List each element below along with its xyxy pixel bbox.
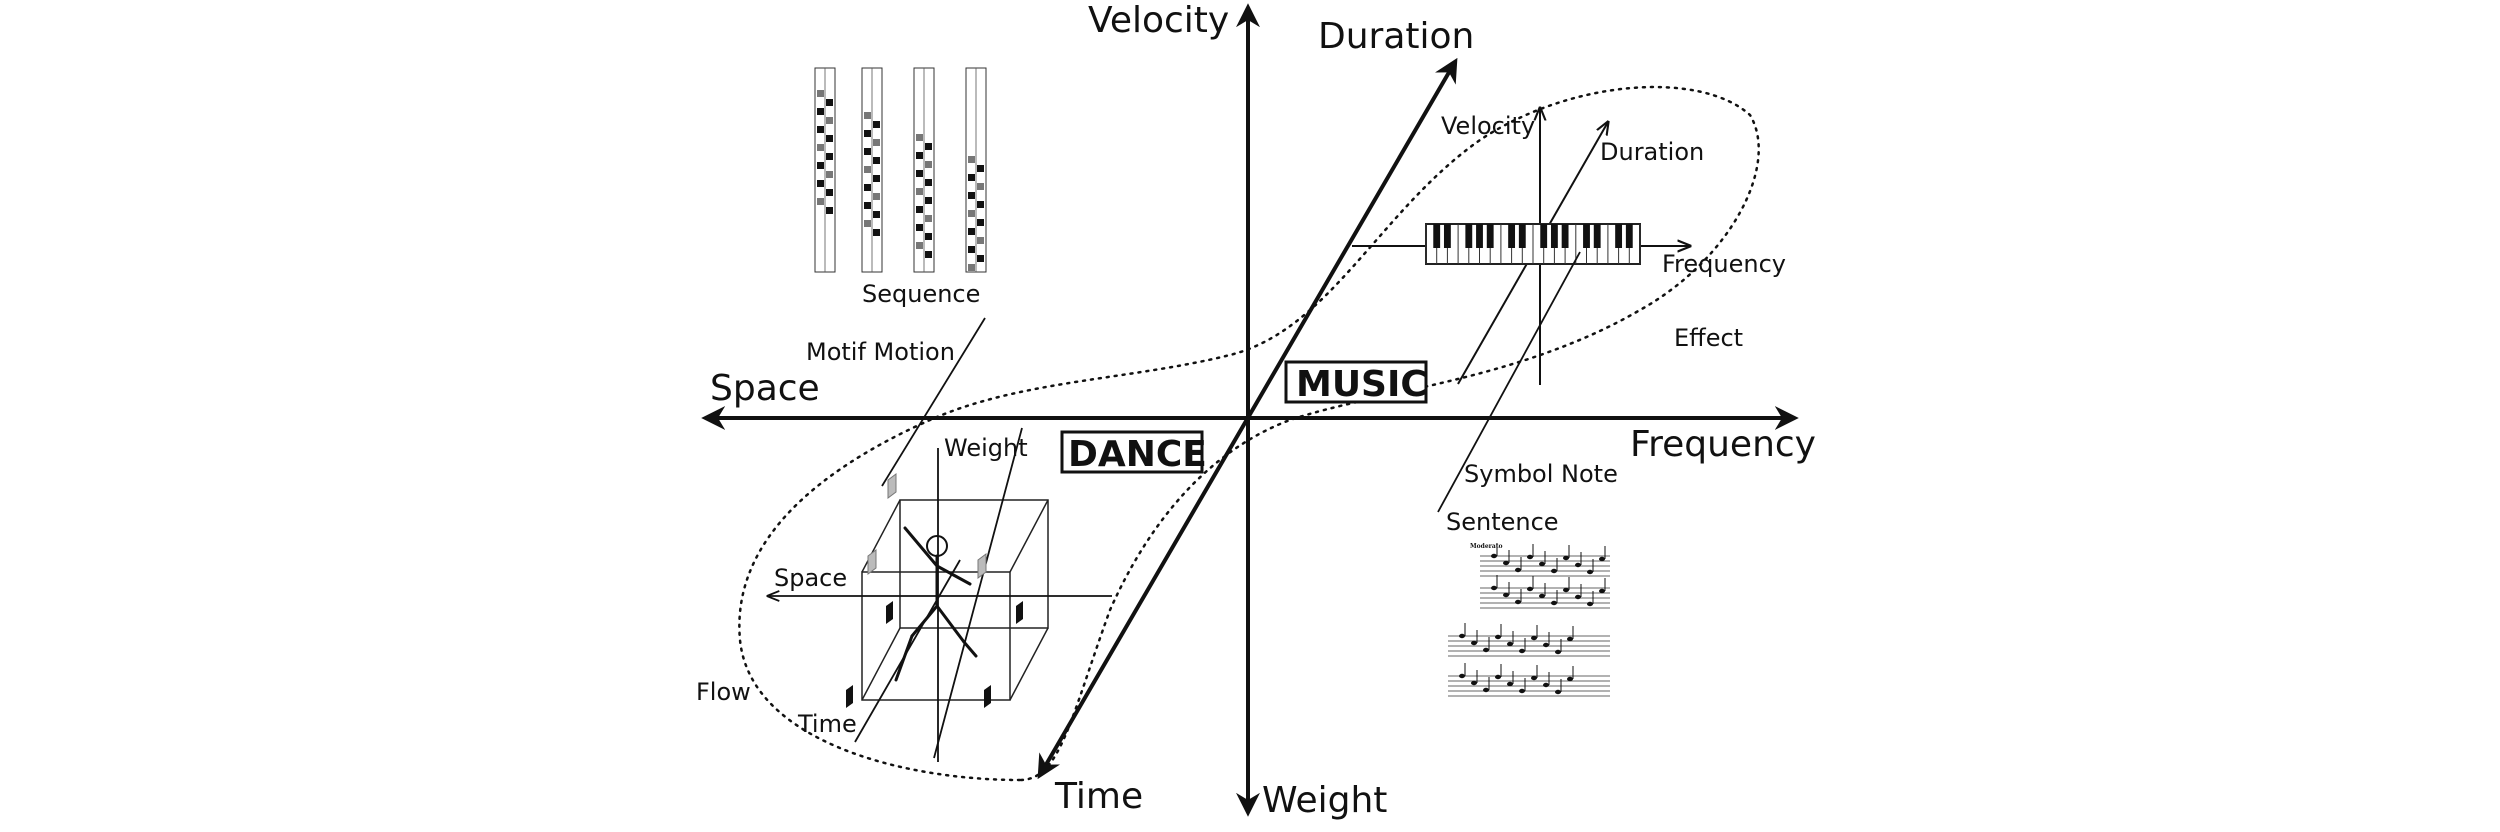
axis-label-space: Space xyxy=(710,368,820,409)
tempo-marking: Moderato xyxy=(1470,543,1502,550)
leader-symbol-note xyxy=(1437,251,1581,513)
axis-label-frequency: Frequency xyxy=(1630,424,1816,465)
label-sentence: Sentence xyxy=(1446,508,1559,536)
axis-label-weight: Weight xyxy=(1262,780,1387,821)
dance-box xyxy=(1060,430,1204,474)
dance-label: DANCE xyxy=(1068,434,1207,475)
music-inset: Velocity Duration Frequency Effect Symbo… xyxy=(1352,108,1786,697)
axis-label-time: Time xyxy=(1054,776,1143,817)
label-sequence: Sequence xyxy=(862,280,980,308)
sheet-music-image: Moderato xyxy=(1448,543,1610,697)
inset-label-weight: Weight xyxy=(944,434,1028,462)
inset-label-frequency: Frequency xyxy=(1662,250,1786,278)
inset-label-space: Space xyxy=(774,564,847,592)
inset-label-duration: Duration xyxy=(1600,138,1704,166)
leader-motif-motion xyxy=(881,317,986,487)
axis-label-duration: Duration xyxy=(1318,16,1474,57)
inset-weight-axis xyxy=(933,427,1023,759)
labanotation-score-image xyxy=(814,67,987,273)
label-effect: Effect xyxy=(1674,324,1743,352)
axis-label-velocity: Velocity xyxy=(1088,0,1229,41)
cube-markers xyxy=(846,473,1023,708)
label-flow: Flow xyxy=(696,678,751,706)
music-box xyxy=(1284,360,1428,404)
inset-label-time: Time xyxy=(797,710,857,738)
inset-label-velocity: Velocity xyxy=(1441,112,1535,140)
music-label: MUSIC xyxy=(1296,364,1427,405)
label-symbol-note: Symbol Note xyxy=(1464,460,1618,488)
effort-cube xyxy=(861,499,1049,701)
piano-keyboard-icon xyxy=(1425,223,1641,265)
dance-inset: Sequence Motif Motion xyxy=(696,67,1112,762)
label-motif-motion: Motif Motion xyxy=(806,338,955,366)
stick-figure-icon xyxy=(894,526,978,682)
time-duration-axis xyxy=(1037,57,1458,780)
